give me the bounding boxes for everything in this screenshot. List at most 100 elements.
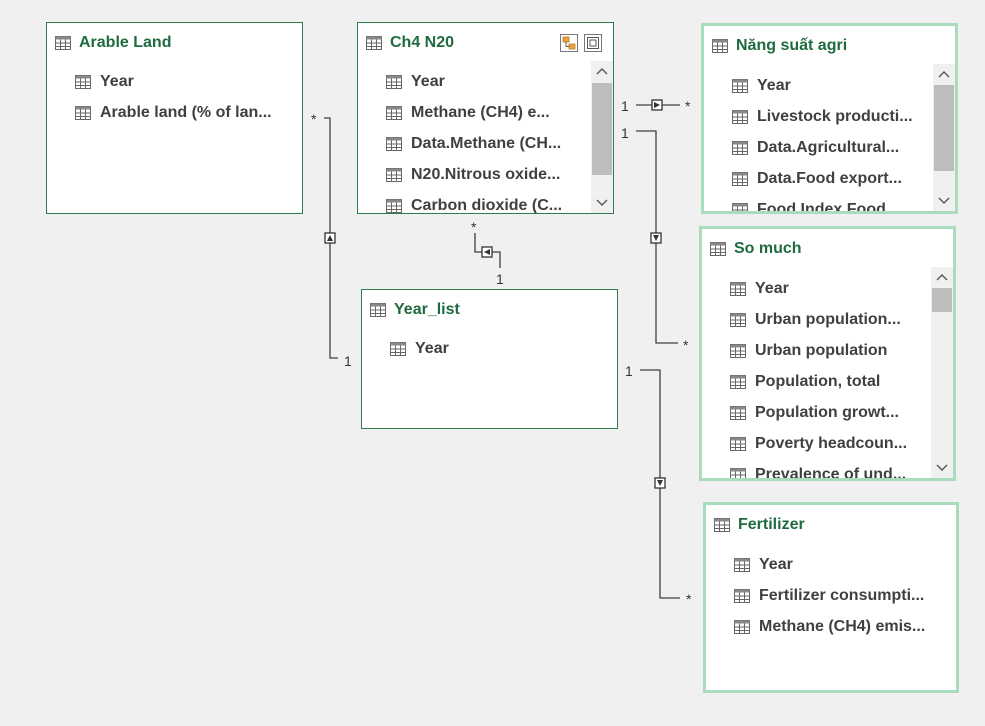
field-row[interactable]: Urban population <box>702 335 931 366</box>
table-icon <box>714 518 730 532</box>
cardinality-one: 1 <box>344 353 352 369</box>
cardinality-one: 1 <box>625 363 633 379</box>
column-icon <box>386 198 402 213</box>
table-icon <box>366 36 382 50</box>
cardinality-one: 1 <box>496 271 504 287</box>
table-header[interactable]: So much <box>702 238 953 260</box>
scroll-up-icon[interactable] <box>933 65 955 83</box>
column-icon <box>734 557 750 572</box>
column-icon <box>730 405 746 420</box>
field-label: Year <box>755 279 789 297</box>
field-label: Arable land (% of lan... <box>100 103 272 121</box>
column-icon <box>732 109 748 124</box>
column-icon <box>386 74 402 89</box>
field-label: Carbon dioxide (C... <box>411 196 563 214</box>
cardinality-many: * <box>311 111 317 127</box>
field-row[interactable]: Year <box>702 273 931 304</box>
field-row[interactable]: Methane (CH4) emis... <box>706 611 956 642</box>
table-so-much[interactable]: So much Year Urban population... Urban p… <box>699 226 956 481</box>
scroll-thumb[interactable] <box>932 288 952 312</box>
field-label: Food Index.Food... <box>757 200 900 212</box>
column-icon <box>734 588 750 603</box>
field-label: Year <box>100 72 134 90</box>
field-row[interactable]: Year <box>358 66 591 97</box>
cardinality-many: * <box>683 337 689 353</box>
table-arable-land[interactable]: Arable Land Year Arable land (% of lan..… <box>46 22 303 214</box>
column-icon <box>730 281 746 296</box>
field-row[interactable]: Food Index.Food... <box>704 194 933 211</box>
scroll-down-icon[interactable] <box>591 194 613 212</box>
field-row[interactable]: Data.Agricultural... <box>704 132 933 163</box>
column-icon <box>75 74 91 89</box>
field-row[interactable]: Arable land (% of lan... <box>47 97 302 128</box>
field-label: Year <box>411 72 445 90</box>
field-row[interactable]: Prevalence of und... <box>702 459 931 478</box>
field-row[interactable]: Poverty headcoun... <box>702 428 931 459</box>
table-year-list[interactable]: Year_list Year <box>361 289 618 429</box>
scrollbar[interactable] <box>933 64 955 211</box>
field-label: Data.Methane (CH... <box>411 134 562 152</box>
column-icon <box>730 467 746 478</box>
field-label: Poverty headcoun... <box>755 434 908 452</box>
field-row[interactable]: Carbon dioxide (C... <box>358 190 591 213</box>
field-label: Population, total <box>755 372 881 390</box>
scroll-down-icon[interactable] <box>933 192 955 210</box>
table-icon <box>370 303 386 317</box>
field-row[interactable]: Year <box>362 333 617 364</box>
change-view-icon[interactable] <box>560 34 578 52</box>
field-row[interactable]: Livestock producti... <box>704 101 933 132</box>
scroll-thumb[interactable] <box>934 85 954 171</box>
column-icon <box>734 619 750 634</box>
column-icon <box>732 202 748 211</box>
field-row[interactable]: N20.Nitrous oxide... <box>358 159 591 190</box>
field-row[interactable]: Population, total <box>702 366 931 397</box>
field-row[interactable]: Year <box>704 70 933 101</box>
table-title: Ch4 N20 <box>390 34 455 51</box>
table-fertilizer[interactable]: Fertilizer Year Fertilizer consumpti... … <box>703 502 959 693</box>
table-icon <box>55 36 71 50</box>
field-row[interactable]: Data.Food export... <box>704 163 933 194</box>
column-icon <box>730 312 746 327</box>
scroll-up-icon[interactable] <box>931 268 953 286</box>
field-label: Year <box>757 76 791 94</box>
table-title: Year_list <box>394 301 460 318</box>
table-header[interactable]: Ch4 N20 <box>358 32 613 54</box>
cardinality-many: * <box>685 98 691 114</box>
restore-view-icon[interactable] <box>584 34 602 52</box>
field-label: Prevalence of und... <box>755 465 907 479</box>
field-label: Urban population <box>755 341 888 359</box>
field-row[interactable]: Year <box>706 549 956 580</box>
scroll-thumb[interactable] <box>592 83 612 175</box>
table-ch4-n20[interactable]: Ch4 N20 Year Methane (CH4) e... Data.Met… <box>357 22 614 214</box>
table-header[interactable]: Arable Land <box>47 32 302 54</box>
field-row[interactable]: Fertilizer consumpti... <box>706 580 956 611</box>
field-label: Fertilizer consumpti... <box>759 586 925 604</box>
table-nang-suat-agri[interactable]: Năng suất agri Year Livestock producti..… <box>701 23 958 214</box>
field-label: Methane (CH4) e... <box>411 103 550 121</box>
table-icon <box>712 39 728 53</box>
cardinality-one: 1 <box>621 125 629 141</box>
table-header[interactable]: Năng suất agri <box>704 35 955 57</box>
field-label: Year <box>759 555 793 573</box>
scrollbar[interactable] <box>591 61 613 213</box>
cardinality-one: 1 <box>621 98 629 114</box>
field-row[interactable]: Year <box>47 66 302 97</box>
field-label: Livestock producti... <box>757 107 913 125</box>
column-icon <box>386 167 402 182</box>
field-row[interactable]: Population growt... <box>702 397 931 428</box>
scroll-down-icon[interactable] <box>931 459 953 477</box>
table-title: Fertilizer <box>738 516 805 533</box>
column-icon <box>386 136 402 151</box>
field-label: Data.Agricultural... <box>757 138 900 156</box>
field-row[interactable]: Methane (CH4) e... <box>358 97 591 128</box>
table-header[interactable]: Year_list <box>362 299 617 321</box>
table-header[interactable]: Fertilizer <box>706 514 956 536</box>
field-label: Methane (CH4) emis... <box>759 617 926 635</box>
scrollbar[interactable] <box>931 267 953 478</box>
scroll-up-icon[interactable] <box>591 62 613 80</box>
table-title: Năng suất agri <box>736 37 848 54</box>
field-label: Data.Food export... <box>757 169 902 187</box>
field-row[interactable]: Data.Methane (CH... <box>358 128 591 159</box>
field-row[interactable]: Urban population... <box>702 304 931 335</box>
